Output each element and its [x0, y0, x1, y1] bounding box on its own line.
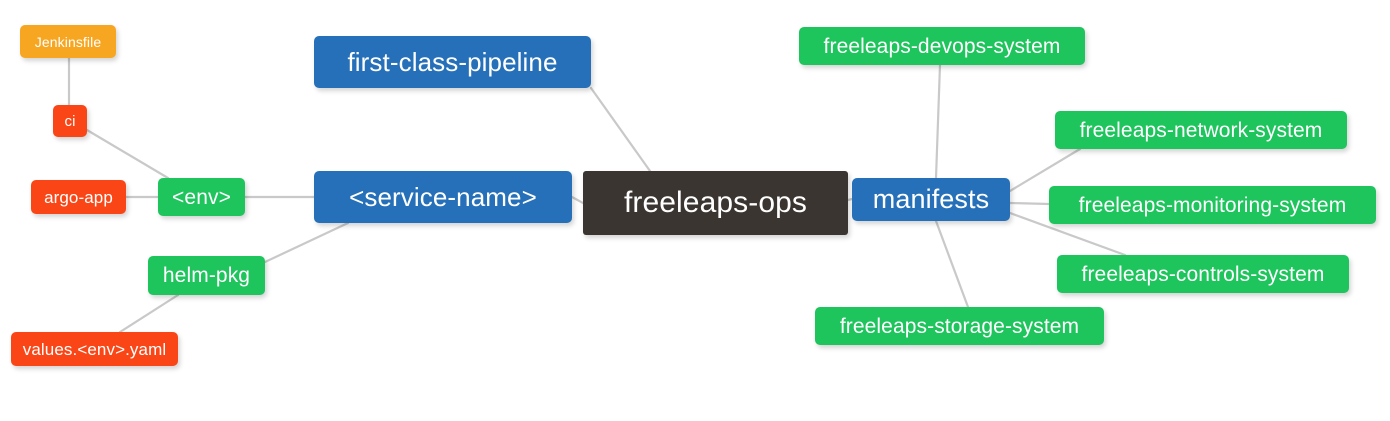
edge-env-ci: [85, 128, 170, 180]
node-manifests[interactable]: manifests: [852, 178, 1010, 221]
node-label: freeleaps-devops-system: [823, 34, 1061, 58]
node-label: <env>: [172, 185, 231, 209]
node-service-name[interactable]: <service-name>: [314, 171, 572, 223]
node-label: ci: [64, 112, 76, 130]
edge-helm-pkg-values-yaml: [118, 293, 180, 334]
node-env[interactable]: <env>: [158, 178, 245, 216]
edge-root-service-name: [570, 195, 585, 205]
node-label: first-class-pipeline: [347, 47, 558, 77]
node-freeleaps-storage-system[interactable]: freeleaps-storage-system: [815, 307, 1104, 345]
node-ci[interactable]: ci: [53, 105, 87, 137]
node-label: freeleaps-ops: [623, 186, 808, 219]
node-freeleaps-devops-system[interactable]: freeleaps-devops-system: [799, 27, 1085, 65]
node-label: Jenkinsfile: [34, 33, 102, 50]
node-label: helm-pkg: [162, 264, 251, 287]
node-jenkinsfile[interactable]: Jenkinsfile: [20, 25, 116, 58]
node-label: argo-app: [44, 187, 113, 207]
edge-manifests-storage-system: [934, 219, 970, 309]
node-values-yaml[interactable]: values.<env>.yaml: [11, 332, 178, 366]
node-helm-pkg[interactable]: helm-pkg: [148, 256, 265, 295]
node-argo-app[interactable]: argo-app: [31, 180, 126, 214]
node-freeleaps-monitoring-system[interactable]: freeleaps-monitoring-system: [1049, 186, 1376, 224]
node-label: manifests: [872, 184, 990, 214]
edge-manifests-network-system: [1008, 147, 1082, 193]
edge-manifests-devops-system: [934, 63, 942, 180]
node-label: freeleaps-network-system: [1079, 118, 1323, 142]
edge-service-name-helm-pkg: [263, 221, 350, 264]
node-freeleaps-ops-root[interactable]: freeleaps-ops: [583, 171, 848, 235]
node-label: <service-name>: [349, 182, 537, 212]
node-first-class-pipeline[interactable]: first-class-pipeline: [314, 36, 591, 88]
node-label: values.<env>.yaml: [22, 339, 167, 359]
node-label: freeleaps-storage-system: [839, 314, 1080, 338]
node-label: freeleaps-monitoring-system: [1078, 193, 1347, 217]
node-freeleaps-controls-system[interactable]: freeleaps-controls-system: [1057, 255, 1349, 293]
node-label: freeleaps-controls-system: [1081, 262, 1325, 286]
edge-manifests-monitoring-system: [1008, 201, 1051, 206]
edge-root-first-class-pipeline: [589, 86, 652, 173]
node-freeleaps-network-system[interactable]: freeleaps-network-system: [1055, 111, 1347, 149]
